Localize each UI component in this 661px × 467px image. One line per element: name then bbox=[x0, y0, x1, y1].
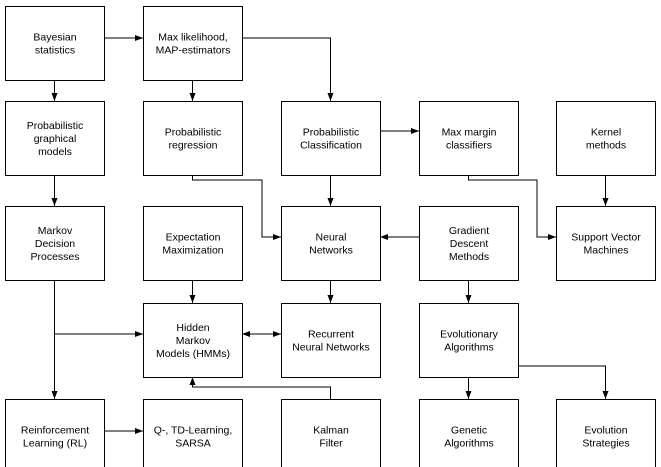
node-qlearn: Q-, TD-Learning,SARSA bbox=[143, 399, 243, 467]
node-label-line: classifiers bbox=[446, 140, 492, 152]
node-label-line: Algorithms bbox=[444, 438, 494, 450]
node-box bbox=[556, 206, 656, 281]
node-label-line: Q-, TD-Learning, bbox=[154, 425, 233, 437]
node-label-line: Evolutionary bbox=[440, 329, 499, 341]
node-label-line: Models (HMMs) bbox=[156, 348, 230, 360]
node-box bbox=[281, 206, 381, 281]
node-box bbox=[419, 399, 519, 467]
edge-evo-to-evostrat bbox=[518, 365, 609, 399]
edge-mdp-to-hmm bbox=[54, 280, 143, 337]
node-label-line: Machines bbox=[584, 245, 629, 257]
node-box bbox=[419, 303, 519, 378]
node-label-line: Algorithms bbox=[444, 342, 494, 354]
node-label-line: Markov bbox=[38, 225, 73, 237]
node-box bbox=[556, 101, 656, 176]
node-box bbox=[281, 399, 381, 467]
node-label-line: Hidden bbox=[176, 322, 209, 334]
node-label-line: Neural Networks bbox=[292, 342, 370, 354]
edge-maxmargin-to-svm bbox=[468, 175, 556, 240]
node-label-line: Maximization bbox=[162, 245, 223, 257]
edge-kalman-to-hmm bbox=[189, 377, 331, 399]
node-box bbox=[5, 206, 105, 281]
edges-layer bbox=[51, 35, 609, 434]
node-box bbox=[281, 303, 381, 378]
node-label-line: Recurrent bbox=[308, 329, 354, 341]
node-label-line: Markov bbox=[176, 335, 211, 347]
node-label-line: Probabilistic bbox=[303, 127, 360, 139]
edge-maxlik-to-probclass bbox=[242, 37, 334, 101]
node-box bbox=[419, 101, 519, 176]
node-label-line: Probabilistic bbox=[165, 127, 222, 139]
node-box bbox=[556, 399, 656, 467]
node-maxlik: Max likelihood,MAP-estimators bbox=[143, 6, 243, 81]
node-label-line: Bayesian bbox=[33, 32, 76, 44]
node-box bbox=[5, 399, 105, 467]
node-label-line: methods bbox=[586, 140, 626, 152]
node-box bbox=[281, 101, 381, 176]
node-box bbox=[419, 206, 519, 281]
node-label-line: Decision bbox=[35, 238, 75, 250]
node-label-line: Networks bbox=[309, 245, 353, 257]
node-label-line: graphical bbox=[34, 133, 77, 145]
edge-probreg-to-nn bbox=[192, 175, 281, 240]
node-box bbox=[143, 101, 243, 176]
node-label-line: Strategies bbox=[582, 438, 629, 450]
node-label-line: Support Vector bbox=[571, 232, 641, 244]
node-label-line: models bbox=[38, 146, 72, 158]
node-label-line: statistics bbox=[35, 45, 75, 57]
node-label-line: Reinforcement bbox=[21, 425, 89, 437]
node-label-line: Classification bbox=[300, 140, 362, 152]
node-label-line: Expectation bbox=[166, 232, 221, 244]
node-label-line: Kalman bbox=[313, 425, 349, 437]
node-label-line: Kernel bbox=[591, 127, 621, 139]
node-label-line: Methods bbox=[449, 251, 489, 263]
node-label-line: Gradient bbox=[449, 225, 489, 237]
node-label-line: Genetic bbox=[451, 425, 487, 437]
node-box bbox=[5, 101, 105, 176]
node-box bbox=[143, 206, 243, 281]
node-box bbox=[143, 303, 243, 378]
node-label-line: Processes bbox=[30, 251, 79, 263]
node-label-line: SARSA bbox=[175, 438, 211, 450]
node-box bbox=[143, 6, 243, 81]
node-label-line: Max likelihood, bbox=[158, 32, 227, 44]
node-box bbox=[5, 6, 105, 81]
node-label-line: Filter bbox=[319, 438, 343, 450]
node-label-line: Descent bbox=[450, 238, 489, 250]
node-label-line: MAP-estimators bbox=[156, 45, 231, 57]
node-box bbox=[143, 399, 243, 467]
node-label-line: regression bbox=[168, 140, 217, 152]
node-label-line: Learning (RL) bbox=[23, 438, 87, 450]
node-label-line: Max margin bbox=[442, 127, 497, 139]
node-label-line: Probabilistic bbox=[27, 120, 84, 132]
node-label-line: Neural bbox=[316, 232, 347, 244]
node-label-line: Evolution bbox=[584, 425, 627, 437]
